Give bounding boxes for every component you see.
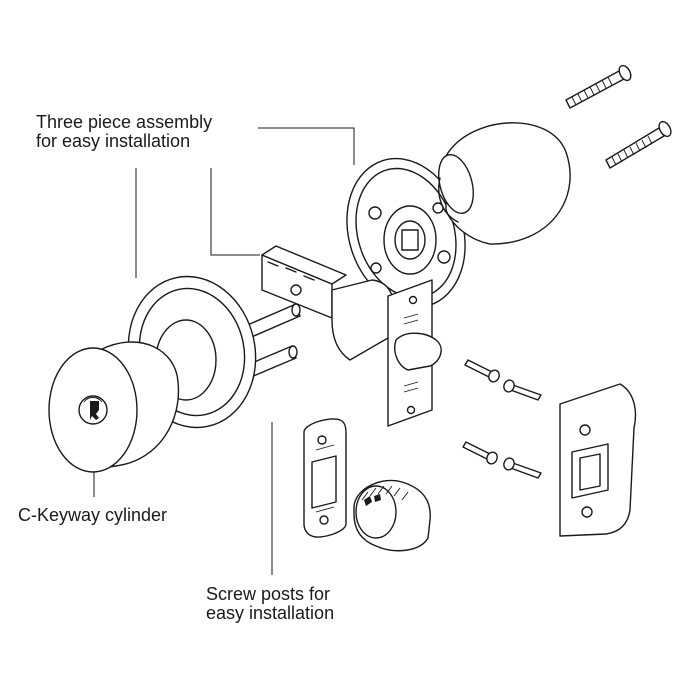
callout-posts-line2: easy installation — [206, 603, 335, 623]
callout-posts-line1: Screw posts for — [206, 584, 331, 604]
interior-knob-icon — [438, 122, 571, 245]
rose-screw-icon — [605, 120, 672, 169]
callout-cylinder-line1: C-Keyway cylinder — [18, 505, 168, 525]
callout-c-keyway-cylinder: C-Keyway cylinder — [18, 506, 167, 525]
latch-screw-icon — [503, 379, 542, 401]
leader-assembly — [135, 127, 355, 278]
latch-bolt-icon — [261, 245, 442, 427]
latch-screw-icon — [464, 359, 500, 383]
latch-screw-icon — [503, 457, 542, 479]
rose-screw-icon — [565, 64, 632, 109]
latch-faceplate-icon — [303, 418, 347, 538]
latch-screw-icon — [462, 441, 498, 465]
drive-in-adapter-icon — [353, 479, 431, 552]
callout-assembly-line2: for easy installation — [36, 131, 191, 151]
exterior-knob-icon — [48, 341, 180, 473]
callout-three-piece-assembly: Three piece assembly for easy installati… — [36, 113, 212, 151]
callout-screw-posts: Screw posts for easy installation — [206, 585, 334, 623]
strike-plate-icon — [559, 383, 637, 537]
callout-assembly-line1: Three piece assembly — [36, 112, 213, 132]
